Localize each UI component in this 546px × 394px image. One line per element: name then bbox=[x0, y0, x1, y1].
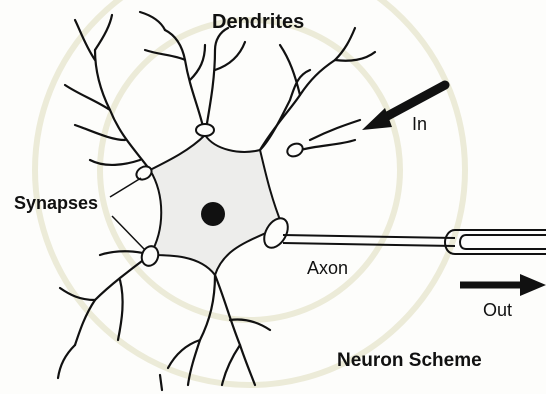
nucleus bbox=[201, 202, 225, 226]
label-dendrites: Dendrites bbox=[212, 11, 304, 34]
label-synapses: Synapses bbox=[14, 193, 98, 214]
out-arrow bbox=[460, 274, 546, 296]
label-out: Out bbox=[483, 300, 512, 321]
label-axon: Axon bbox=[307, 258, 348, 279]
synapse-top bbox=[196, 124, 214, 136]
label-in: In bbox=[412, 114, 427, 135]
axon bbox=[283, 230, 546, 254]
synapse-left-upper bbox=[134, 164, 154, 182]
figure-title: Neuron Scheme bbox=[337, 350, 482, 372]
synapse-right bbox=[285, 141, 305, 159]
